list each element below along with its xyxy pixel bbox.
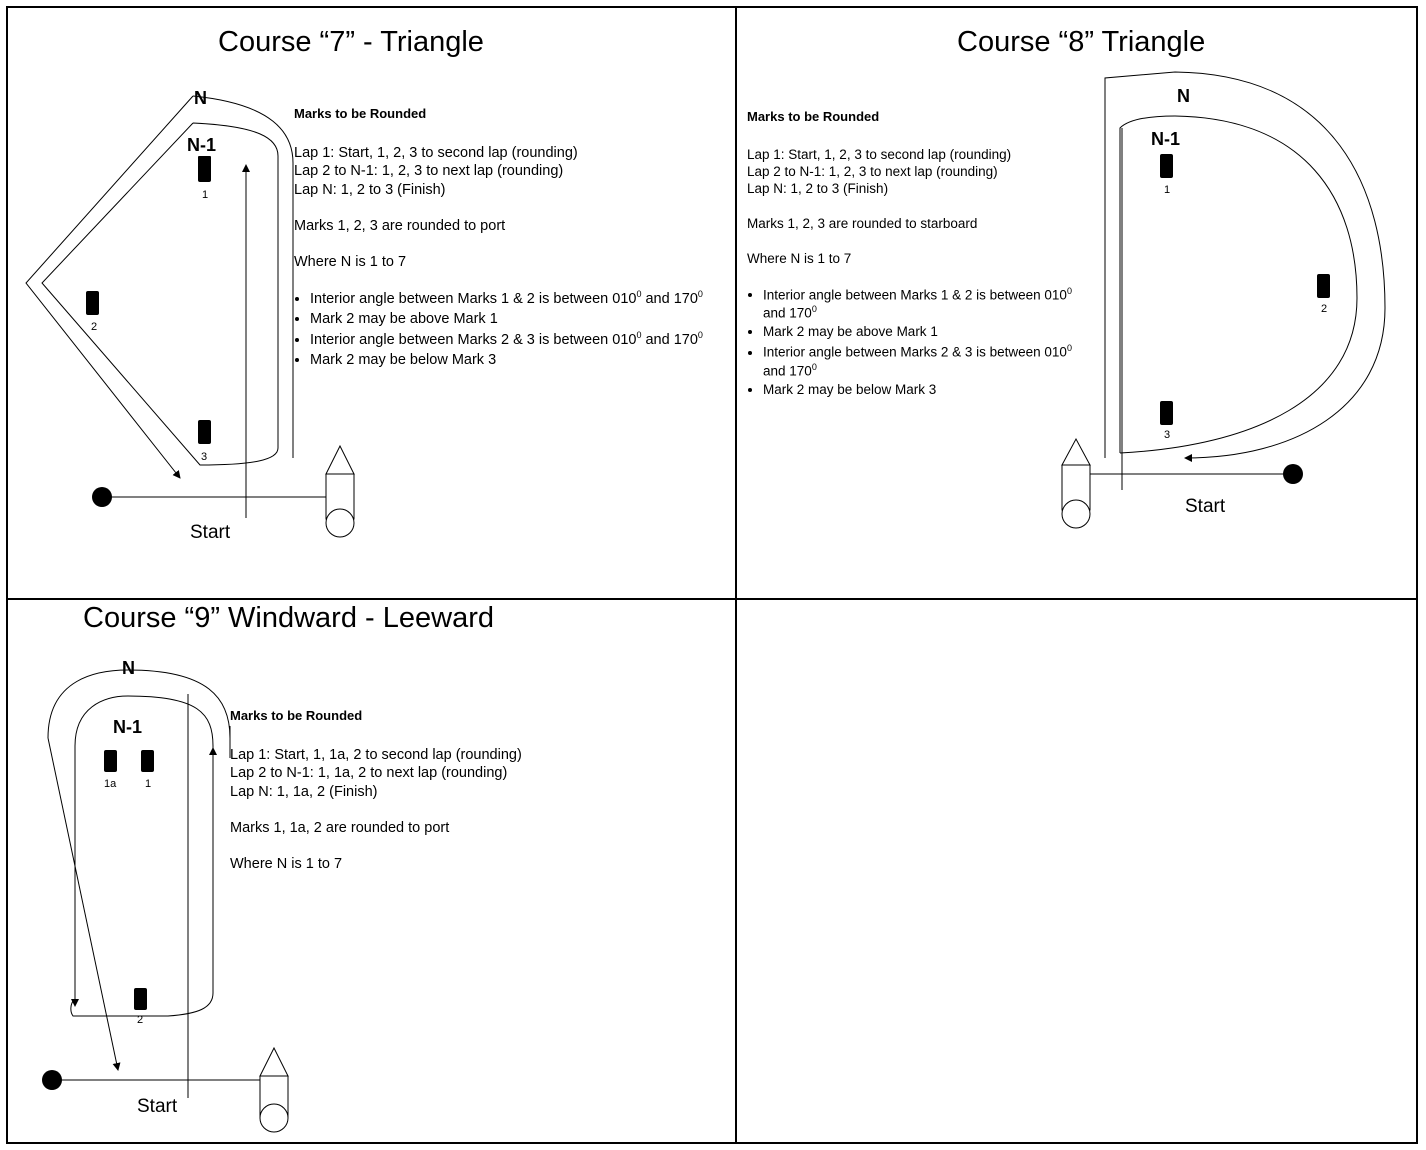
course-9-mark-1a [104, 750, 117, 772]
course-7-rounding: Marks 1, 2, 3 are rounded to port [294, 217, 506, 234]
course-8-panel: Course “8” Triangle N N-1 1 2 3 Start [735, 8, 1418, 596]
course-8-bullet-3: Interior angle between Marks 2 & 3 is be… [763, 343, 1087, 380]
course-8-bullet-2: Mark 2 may be above Mark 1 [763, 324, 1087, 341]
course-9-panel: Course “9” Windward - Leeward [8, 598, 733, 1144]
course-9-title: Course “9” Windward - Leeward [83, 602, 494, 634]
course-8-notes-heading: Marks to be Rounded [747, 109, 880, 124]
course-7-bullet-1: Interior angle between Marks 1 & 2 is be… [310, 289, 724, 308]
course-7-mark-2 [86, 291, 99, 315]
course-8-mark-2 [1317, 274, 1330, 298]
course-9-diagonal-leg [47, 737, 121, 1071]
course-8-diagram [1061, 71, 1386, 529]
course-7-label-n1: N-1 [187, 135, 217, 155]
course-7-mark-2-label: 2 [91, 321, 98, 333]
course-7-bullet-2: Mark 2 may be above Mark 1 [310, 310, 724, 328]
course-9-label-n: N [122, 658, 135, 678]
course-8-title: Course “8” Triangle [957, 26, 1206, 58]
course-7-bullet-3: Interior angle between Marks 2 & 3 is be… [310, 330, 724, 349]
course-7-label-n: N [194, 88, 207, 108]
course-8-lap-1: Lap 1: Start, 1, 2, 3 to second lap (rou… [747, 147, 1012, 163]
course-9-rounding: Marks 1, 1a, 2 are rounded to port [230, 819, 450, 836]
course-8-lap-n: Lap N: 1, 2 to 3 (Finish) [747, 181, 889, 196]
course-9-mark-1a-label: 1a [104, 778, 117, 790]
course-7-mark-1-label: 1 [202, 189, 209, 201]
course-8-bullet-1: Interior angle between Marks 1 & 2 is be… [763, 286, 1087, 323]
course-7-bullets: Interior angle between Marks 1 & 2 is be… [294, 289, 724, 369]
course-7-committee-boat [325, 444, 355, 538]
course-8-rounding: Marks 1, 2, 3 are rounded to starboard [747, 215, 978, 231]
course-8-notes: Marks to be Rounded Lap 1: Start, 1, 2, … [747, 109, 1087, 401]
course-7-notes: Marks to be Rounded Lap 1: Start, 1, 2, … [294, 106, 724, 371]
course-9-outer-lap [47, 669, 231, 758]
course-7-mark-1 [198, 156, 211, 182]
course-8-bullet-4: Mark 2 may be below Mark 3 [763, 382, 1087, 399]
course-7-where: Where N is 1 to 7 [294, 253, 407, 270]
course-8-pin-buoy [1283, 464, 1303, 484]
course-7-panel: Course “7” - Triangle N N-1 1 2 3 Start [8, 8, 733, 596]
course-8-start-label: Start [1185, 496, 1226, 517]
course-8-mark-3-label: 3 [1164, 429, 1171, 441]
course-7-mark-3-label: 3 [201, 451, 208, 463]
course-9-mark-2 [134, 988, 147, 1010]
course-9-lap-1: Lap 1: Start, 1, 1a, 2 to second lap (ro… [230, 747, 522, 764]
course-7-bullet-4: Mark 2 may be below Mark 3 [310, 351, 724, 369]
course-9-notes: Marks to be Rounded Lap 1: Start, 1, 1a,… [230, 708, 670, 873]
vertical-divider [735, 8, 737, 1142]
course-8-mark-1 [1160, 154, 1173, 178]
course-8-mark-1-label: 1 [1164, 184, 1171, 196]
course-8-inner-lap [1119, 115, 1358, 454]
course-8-mark-3 [1160, 401, 1173, 425]
course-9-mark-1 [141, 750, 154, 772]
course-8-outer-lap [1104, 71, 1386, 462]
course-7-lap-1: Lap 1: Start, 1, 2, 3 to second lap (rou… [294, 145, 578, 162]
course-7-notes-heading: Marks to be Rounded [294, 106, 427, 121]
course-7-inner-leg [41, 122, 279, 466]
course-9-mark-1-label: 1 [145, 778, 152, 790]
course-7-diagram [25, 95, 355, 538]
horizontal-divider [8, 598, 1416, 600]
course-9-inner-lap [70, 695, 214, 1017]
course-8-label-n1: N-1 [1151, 129, 1181, 149]
course-7-outer-leg [25, 95, 194, 479]
course-9-mark-2-label: 2 [137, 1014, 144, 1026]
course-7-lap-2: Lap 2 to N-1: 1, 2, 3 to next lap (round… [294, 163, 564, 180]
course-7-title: Course “7” - Triangle [218, 26, 484, 58]
course-7-outer-lap [192, 95, 294, 458]
course-7-start-label: Start [190, 522, 231, 543]
course-7-mark-3 [198, 420, 211, 444]
course-9-start-label: Start [137, 1096, 178, 1117]
course-8-committee-boat [1061, 437, 1091, 529]
course-8-lap-2: Lap 2 to N-1: 1, 2, 3 to next lap (round… [747, 164, 998, 180]
course-8-label-n: N [1177, 86, 1190, 106]
course-7-lap-n: Lap N: 1, 2 to 3 (Finish) [294, 181, 446, 198]
course-sheet [6, 6, 1418, 1144]
course-9-lap-n: Lap N: 1, 1a, 2 (Finish) [230, 783, 378, 800]
course-9-diagram [42, 669, 289, 1133]
course-8-where: Where N is 1 to 7 [747, 250, 852, 266]
course-9-lap-2: Lap 2 to N-1: 1, 1a, 2 to next lap (roun… [230, 765, 508, 782]
course-9-notes-heading: Marks to be Rounded [230, 708, 363, 723]
course-8-bullets: Interior angle between Marks 1 & 2 is be… [747, 286, 1087, 399]
course-9-where: Where N is 1 to 7 [230, 855, 343, 872]
course-9-pin-buoy [42, 1070, 62, 1090]
course-9-committee-boat [259, 1046, 289, 1133]
course-9-label-n1: N-1 [113, 717, 143, 737]
course-7-pin-buoy [92, 487, 112, 507]
course-8-mark-2-label: 2 [1321, 303, 1328, 315]
